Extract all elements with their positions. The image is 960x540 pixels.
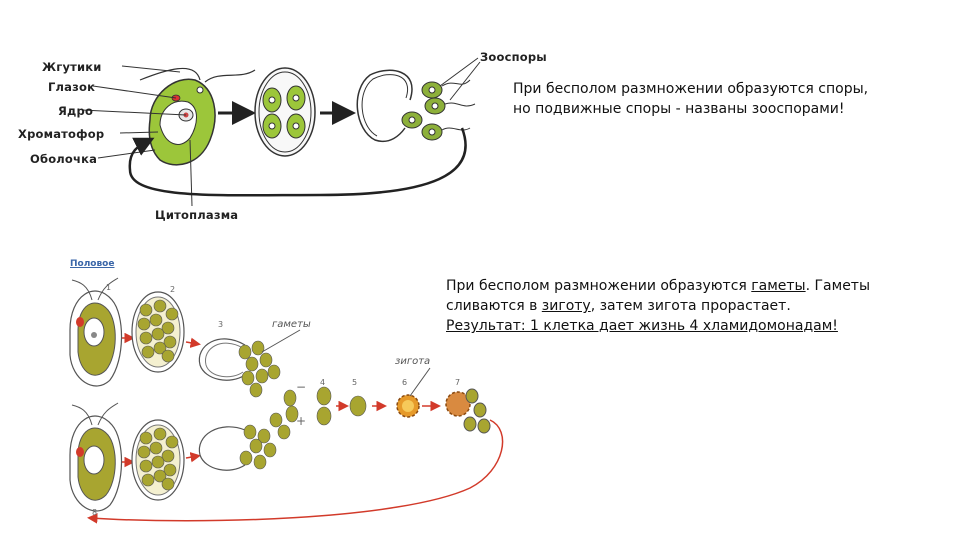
step-5: 5 <box>352 378 357 387</box>
gametes-bottom-icon <box>240 413 290 469</box>
step-6: 6 <box>402 378 407 387</box>
mother-cell-top-icon <box>70 278 122 386</box>
plus-sign: + <box>296 414 306 428</box>
mother-cell-bottom-icon <box>70 403 122 511</box>
step-2: 2 <box>170 285 175 294</box>
gametes-top-icon <box>239 341 280 397</box>
step-1: 1 <box>106 283 111 292</box>
label-gametes: гаметы <box>272 319 311 330</box>
step-3: 3 <box>218 320 223 329</box>
minus-sign: − <box>296 380 306 394</box>
label-zygote: зигота <box>395 356 430 367</box>
note-gametes-line2: сливаются в зиготу, затем зигота прораст… <box>446 296 791 316</box>
step-8: 8 <box>92 508 97 517</box>
germinating-zygote-icon <box>446 389 490 433</box>
gamete-sac-top-icon <box>132 292 184 372</box>
gamete-sac-bottom-icon <box>132 420 184 500</box>
note-gametes-line1: При бесполом размножении образуются гаме… <box>446 276 870 296</box>
section-label-sexual: Половое <box>70 259 114 269</box>
step-7: 7 <box>455 378 460 387</box>
step-4: 4 <box>320 378 325 387</box>
zygote-icon <box>397 395 419 417</box>
note-gametes-line3: Результат: 1 клетка дает жизнь 4 хламидо… <box>446 316 838 336</box>
